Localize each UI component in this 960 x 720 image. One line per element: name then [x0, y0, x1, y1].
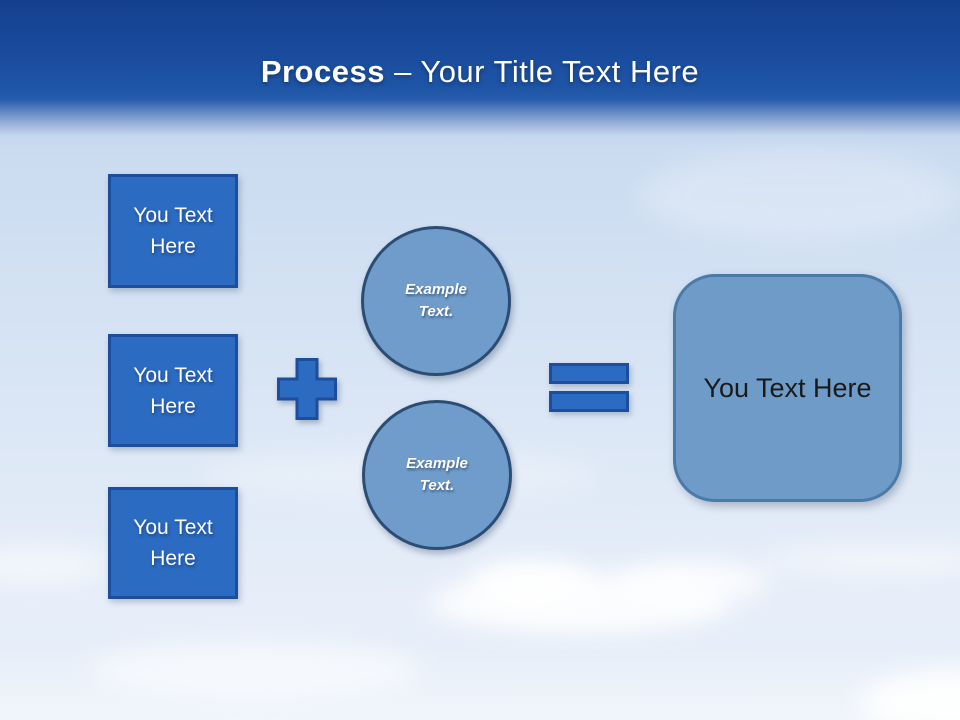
- slide-title-subtitle: – Your Title Text Here: [384, 54, 700, 89]
- plus-icon: [277, 358, 337, 420]
- input-box-2: You Text Here: [108, 334, 238, 447]
- cloud-decoration: [640, 150, 960, 240]
- input-box-1: You Text Here: [108, 174, 238, 288]
- equals-bar-bottom: [549, 391, 629, 412]
- bottom-haze: [0, 640, 960, 720]
- input-box-1-label: You Text Here: [133, 204, 213, 258]
- result-box: You Text Here: [673, 274, 902, 502]
- cloud-decoration: [430, 572, 730, 634]
- cloud-decoration: [90, 640, 420, 700]
- slide-title-keyword: Process: [260, 54, 385, 89]
- slide-title: Process – Your Title Text Here: [0, 52, 960, 92]
- cloud-decoration: [620, 560, 770, 602]
- cloud-decoration: [0, 545, 110, 585]
- input-box-3: You Text Here: [108, 487, 238, 599]
- cloud-decoration: [470, 560, 590, 606]
- result-box-label: You Text Here: [703, 372, 872, 403]
- input-box-3-label: You Text Here: [133, 516, 213, 570]
- cloud-decoration: [860, 668, 960, 720]
- example-circle-1-label: Example Text.: [405, 281, 467, 320]
- cloud-decoration: [760, 545, 960, 575]
- equals-bar-top: [549, 363, 629, 384]
- equals-icon: [549, 363, 629, 412]
- example-circle-2-label: Example Text.: [406, 455, 468, 494]
- example-circle-2: Example Text.: [362, 400, 512, 550]
- input-box-2-label: You Text Here: [133, 363, 213, 418]
- title-band: Process – Your Title Text Here: [0, 0, 960, 150]
- example-circle-1: Example Text.: [361, 226, 511, 376]
